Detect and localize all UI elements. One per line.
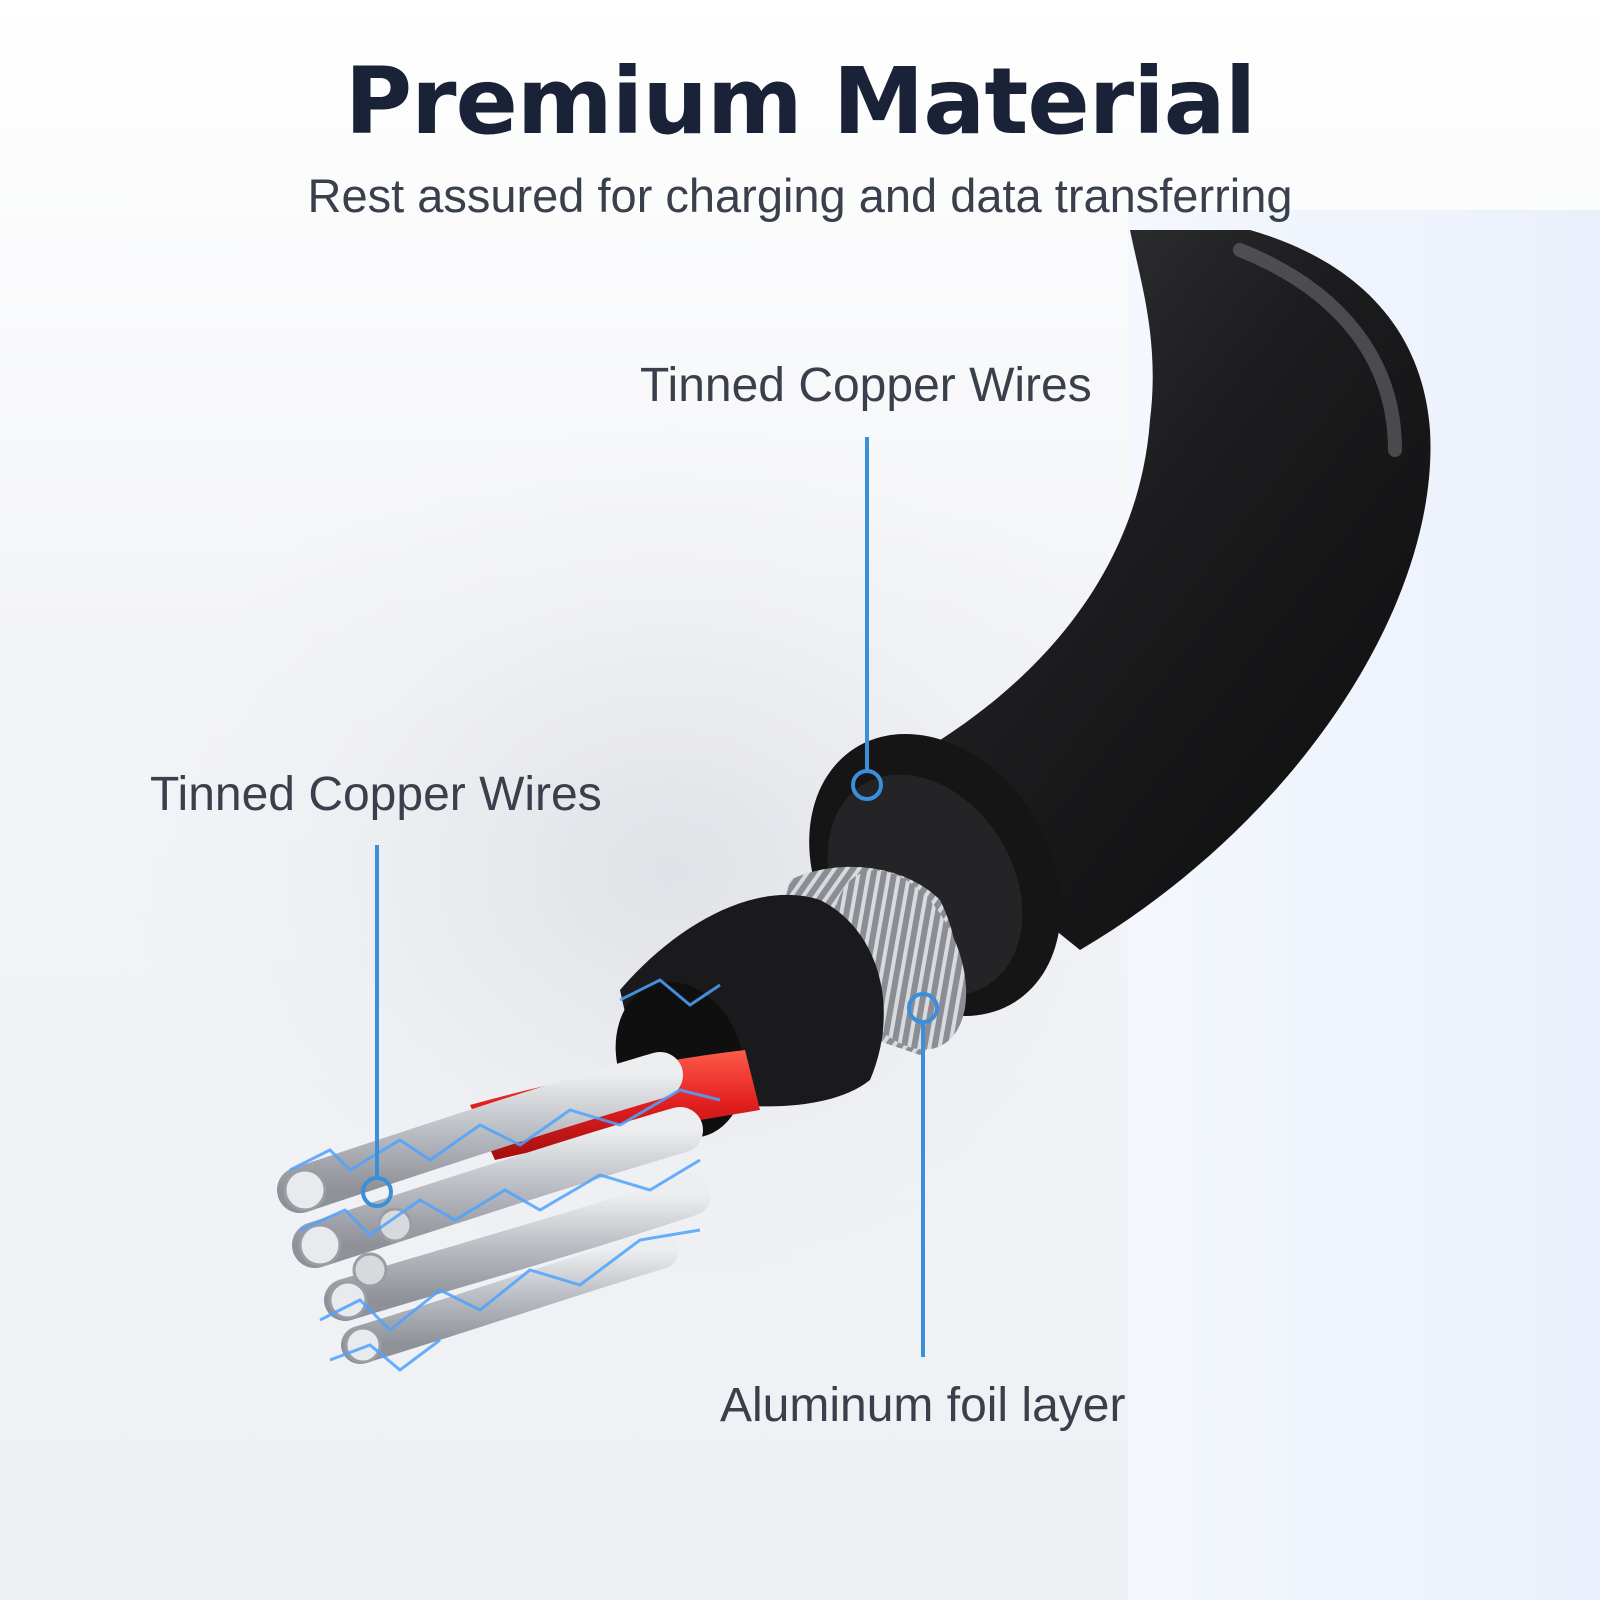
page-title: Premium Material [344,48,1257,155]
callout-label-tinned-copper-top: Tinned Copper Wires [640,359,1092,412]
cable-jacket [870,230,1431,950]
callout-label-tinned-copper-left: Tinned Copper Wires [150,768,602,821]
electric-sparks [289,978,721,1372]
callout-dot-3 [907,992,939,1024]
jacket-highlight [1233,243,1402,457]
callout-dot-2 [361,1176,393,1208]
callout-label-aluminum-foil: Aluminum foil layer [720,1379,1126,1432]
page-subtitle: Rest assured for charging and data trans… [307,169,1293,222]
callout-dot-1 [851,769,883,801]
